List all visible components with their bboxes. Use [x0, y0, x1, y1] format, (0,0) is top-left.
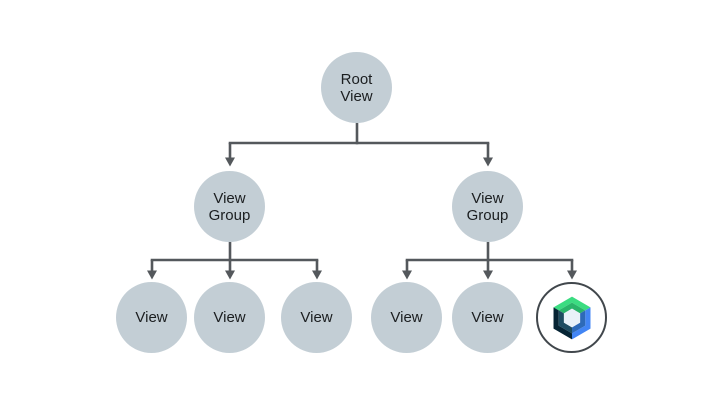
node-view-1: View	[116, 282, 187, 353]
node-view-group-right-label: View Group	[466, 189, 509, 224]
node-view-group-left-label: View Group	[208, 189, 251, 224]
node-view-3: View	[281, 282, 352, 353]
edge-right-group-to-views	[402, 242, 577, 280]
node-compose	[536, 282, 607, 353]
node-view-3-label: View	[300, 309, 333, 326]
node-view-5-label: View	[471, 309, 504, 326]
node-view-group-left: View Group	[194, 171, 265, 242]
node-view-4: View	[371, 282, 442, 353]
node-root-view: Root View	[321, 52, 392, 123]
node-view-group-right: View Group	[452, 171, 523, 242]
node-view-2-label: View	[213, 309, 246, 326]
node-root-view-label: Root View	[340, 70, 373, 105]
node-view-4-label: View	[390, 309, 423, 326]
node-view-1-label: View	[135, 309, 168, 326]
edge-left-group-to-views	[147, 242, 322, 280]
jetpack-compose-logo-icon	[553, 296, 590, 339]
node-view-5: View	[452, 282, 523, 353]
node-view-2: View	[194, 282, 265, 353]
edge-root-to-view-groups	[225, 123, 493, 167]
